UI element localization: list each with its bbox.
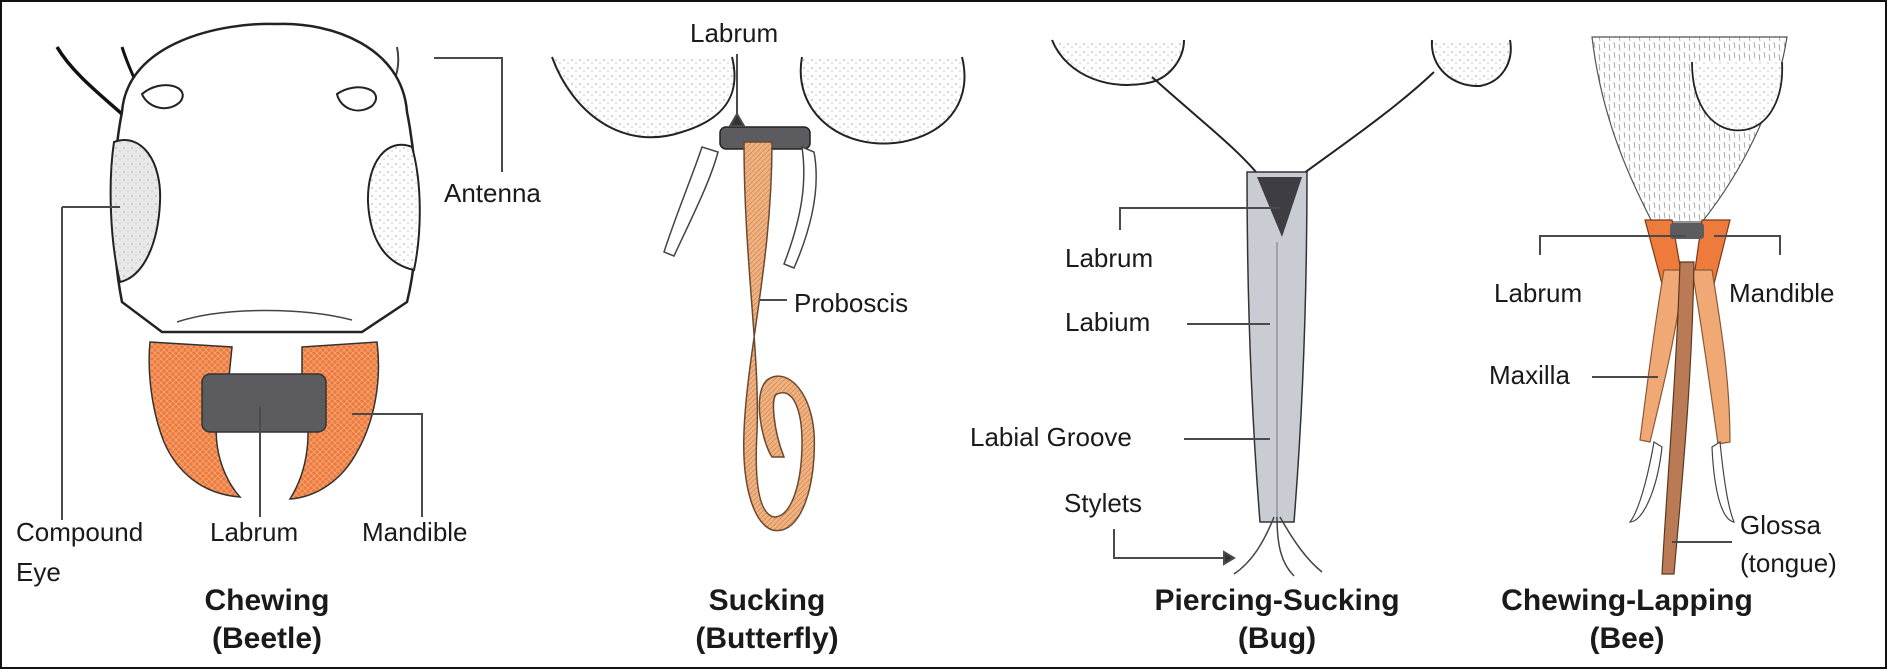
caption-bug: Piercing-Sucking (Bug) xyxy=(1112,582,1442,657)
caption-bug-subtitle: (Bug) xyxy=(1112,620,1442,658)
bug-head-outline xyxy=(1152,72,1434,182)
bee-maxilla-right xyxy=(1692,270,1730,444)
beetle-labrum xyxy=(202,374,326,432)
butterfly-palp-right xyxy=(784,147,816,268)
label-butterfly-labrum: Labrum xyxy=(690,20,778,46)
bug-stylet-1 xyxy=(1234,517,1274,574)
leader-antenna xyxy=(434,58,502,172)
beetle-antenna-tip-left xyxy=(57,47,122,114)
label-bug-labrum: Labrum xyxy=(1065,245,1153,271)
caption-beetle-subtitle: (Beetle) xyxy=(132,620,402,658)
label-beetle-labrum: Labrum xyxy=(210,519,298,545)
label-glossa-line1: Glossa xyxy=(1740,512,1821,538)
label-maxilla: Maxilla xyxy=(1489,362,1570,388)
label-compound-eye-line1: Compound xyxy=(16,519,143,545)
label-stylets: Stylets xyxy=(1064,490,1142,516)
bug-stylet-3 xyxy=(1280,517,1322,572)
label-beetle-mandible: Mandible xyxy=(362,519,468,545)
caption-bug-title: Piercing-Sucking xyxy=(1112,582,1442,620)
leader-compound-eye xyxy=(62,207,120,520)
label-compound-eye-line2: Eye xyxy=(16,559,61,585)
label-antenna: Antenna xyxy=(444,180,541,206)
label-labium: Labium xyxy=(1065,309,1150,335)
bee-palp-right xyxy=(1712,442,1734,522)
caption-butterfly-title: Sucking xyxy=(632,582,902,620)
label-bee-mandible: Mandible xyxy=(1729,280,1835,306)
label-bee-labrum: Labrum xyxy=(1494,280,1582,306)
beetle-head xyxy=(57,24,420,499)
leader-stylets xyxy=(1114,529,1234,558)
butterfly-palp-left xyxy=(664,147,718,256)
label-proboscis: Proboscis xyxy=(794,290,908,316)
bee-palp-left xyxy=(1630,442,1662,522)
caption-bee-subtitle: (Bee) xyxy=(1472,620,1782,658)
caption-butterfly-subtitle: (Butterfly) xyxy=(632,620,902,658)
label-labial-groove: Labial Groove xyxy=(970,424,1132,450)
caption-bee-title: Chewing-Lapping xyxy=(1472,582,1782,620)
caption-butterfly: Sucking (Butterfly) xyxy=(632,582,902,657)
caption-beetle: Chewing (Beetle) xyxy=(132,582,402,657)
label-glossa-line2: (tongue) xyxy=(1740,550,1837,576)
caption-bee: Chewing-Lapping (Bee) xyxy=(1472,582,1782,657)
caption-beetle-title: Chewing xyxy=(132,582,402,620)
